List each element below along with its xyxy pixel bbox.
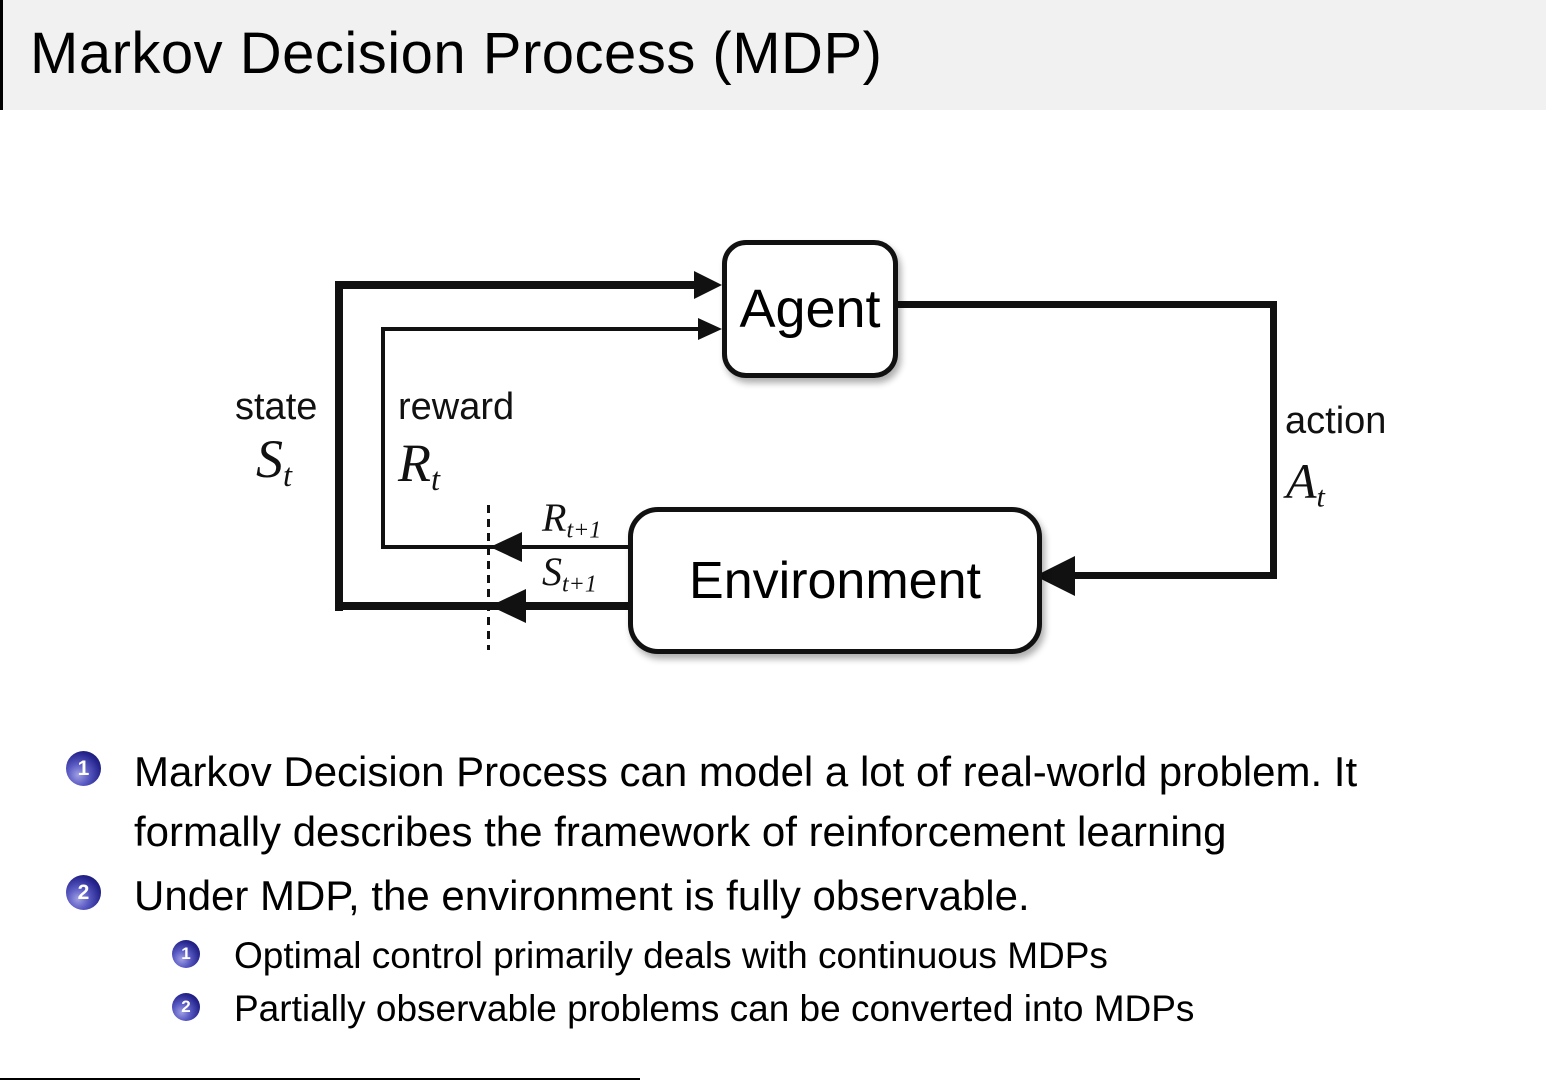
sub-list-item: 2 Partially observable problems can be c… (172, 983, 1502, 1035)
next-reward-arrowhead-icon (490, 532, 522, 562)
next-reward-symbol-letter: R (542, 495, 567, 540)
agent-label: Agent (739, 279, 881, 339)
enum-ball-number: 1 (77, 756, 90, 780)
list-item: 1 Markov Decision Process can model a lo… (66, 742, 1516, 861)
reward-label: reward (398, 386, 515, 428)
reward-symbol-letter: R (398, 433, 431, 493)
action-symbol-subscript: t (1316, 480, 1325, 514)
bottom-edge-line (0, 1078, 640, 1080)
state-symbol-letter: S (256, 429, 283, 489)
next-state-symbol-letter: S (542, 549, 562, 594)
enum-ball-sub-2-icon: 2 (172, 993, 200, 1021)
next-state-symbol-subscript: t+1 (562, 571, 597, 598)
state-symbol: St (256, 428, 292, 495)
reward-symbol-subscript: t (431, 462, 440, 499)
title-bar: Markov Decision Process (MDP) (0, 0, 1546, 110)
state-into-agent-arrowhead-icon (694, 271, 722, 299)
action-symbol-letter: A (1286, 453, 1317, 509)
action-label: action (1285, 400, 1387, 442)
next-state-symbol: St+1 (542, 548, 597, 599)
next-state-arrowhead-icon (490, 589, 526, 623)
page-title: Markov Decision Process (MDP) (30, 21, 883, 86)
mdp-diagram: Agent Environment state reward action St… (235, 240, 1387, 654)
left-edge-line (0, 0, 3, 110)
time-boundary-dashed-line (487, 505, 490, 650)
action-line-bottom (1072, 572, 1277, 579)
reward-into-agent-arrowhead-icon (698, 318, 722, 340)
reward-line-top (381, 327, 698, 331)
enum-ball-number: 2 (77, 880, 90, 904)
enum-ball-number: 2 (181, 997, 191, 1017)
environment-label: Environment (689, 551, 981, 610)
sub-list-item: 1 Optimal control primarily deals with c… (172, 930, 1502, 982)
state-symbol-subscript: t (283, 458, 292, 495)
action-line-top (888, 301, 1277, 308)
enum-ball-2-icon: 2 (66, 875, 101, 910)
reward-line-vertical (381, 327, 385, 549)
state-label: state (235, 386, 318, 428)
agent-box: Agent (722, 240, 898, 378)
enum-ball-1-icon: 1 (66, 751, 101, 786)
list-item-text: Under MDP, the environment is fully obse… (134, 872, 1030, 919)
sub-list-item-text: Optimal control primarily deals with con… (234, 935, 1108, 976)
action-line-vertical (1270, 301, 1277, 579)
next-reward-symbol-subscript: t+1 (566, 517, 602, 544)
enum-ball-sub-1-icon: 1 (172, 940, 200, 968)
state-line-bottom (335, 602, 628, 610)
reward-symbol: Rt (398, 432, 440, 499)
list-item: 2 Under MDP, the environment is fully ob… (66, 866, 1516, 926)
list-item-text: Markov Decision Process can model a lot … (134, 748, 1358, 855)
action-symbol: At (1286, 452, 1325, 514)
sub-list-item-text: Partially observable problems can be con… (234, 988, 1195, 1029)
next-reward-symbol: Rt+1 (542, 494, 601, 545)
enum-ball-number: 1 (181, 944, 191, 964)
state-line-vertical (335, 281, 343, 611)
environment-box: Environment (628, 507, 1042, 654)
state-line-top (335, 281, 694, 289)
